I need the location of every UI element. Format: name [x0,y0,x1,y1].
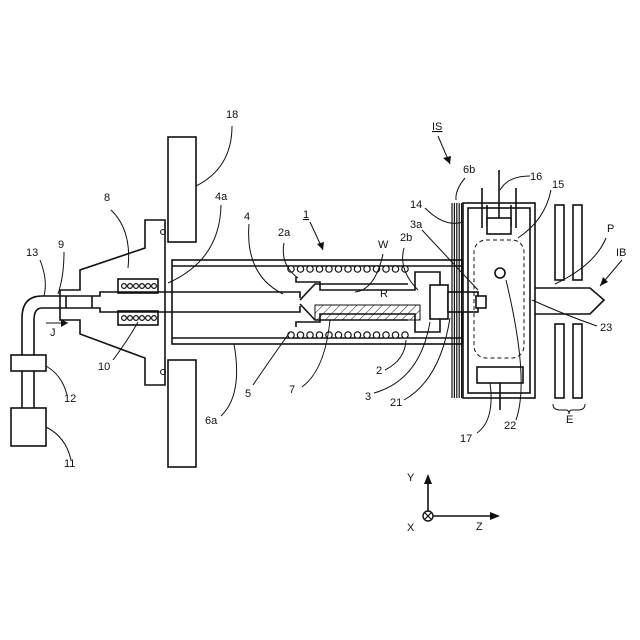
coil-turn [383,266,389,272]
label-17: 17 [460,433,472,445]
label-P: P [607,223,614,235]
label-W: W [378,239,389,251]
label-14: 14 [410,199,422,211]
label-E: E [566,414,573,426]
coil-turn [297,332,303,338]
label-22: 22 [504,420,516,432]
label-2: 2 [376,365,382,377]
label-15: 15 [552,179,564,191]
label-J: J [50,327,56,339]
nozzle-front [430,285,448,319]
label-23: 23 [600,322,612,334]
coil-turn [146,284,151,289]
label-11: 11 [64,458,75,470]
cathode-block [487,218,511,234]
label-9: 9 [58,239,64,251]
feed-pipe-outer [22,296,42,408]
electrode-brace [553,404,585,414]
label-6a: 6a [205,415,218,427]
label-8: 8 [104,192,110,204]
valve [11,355,46,371]
flange-plate-bottom [168,360,196,467]
coil-turn [307,266,313,272]
label-16: 16 [530,171,542,183]
axis-label-y: Y [407,472,415,484]
coil-turn [364,332,370,338]
coil-turn [402,332,408,338]
coil-turn [122,316,127,321]
electrode-2-bottom [573,324,582,398]
coil-turn [152,316,157,321]
coil-turn [392,266,398,272]
label-3a: 3a [410,219,423,231]
label-6b: 6b [463,164,475,176]
coil-turn [128,284,133,289]
gas-line-bottom [42,306,300,312]
label-4: 4 [244,211,250,223]
label-7: 7 [289,384,295,396]
flange-plate-top [168,137,196,242]
coil-turn [316,332,322,338]
coil-turn [345,266,351,272]
coil-turn [345,332,351,338]
electrode-1-bottom [555,324,564,398]
coordinate-axes [423,474,500,521]
crucible-body [296,272,440,332]
label-IB: IB [616,247,626,259]
coil-turn [316,266,322,272]
label-12: 12 [64,393,76,405]
label-3: 3 [365,391,371,403]
coil-turn [152,284,157,289]
material-hatch [315,305,420,320]
coil-turn [134,284,139,289]
coil-turn [335,332,341,338]
coil-turn [364,266,370,272]
crucible-taper-top [300,284,408,300]
coil-turn [326,266,332,272]
gas-line-top [42,292,300,298]
label-1: 1 [303,209,309,221]
nozzle-outlet [476,296,486,308]
repeller-block [477,367,523,383]
coil-turn [335,266,341,272]
label-2a: 2a [278,227,291,239]
label-13: 13 [26,247,38,259]
coil-turn [354,332,360,338]
coil-turn [392,332,398,338]
coil-turn [140,284,145,289]
ion-beam-arrow [535,288,604,314]
coil-turn [307,332,313,338]
left-housing [60,220,165,385]
coil-turn [297,266,303,272]
label-21: 21 [390,397,402,409]
gas-cylinder [11,408,46,446]
electrode-1-top [555,205,564,280]
axis-label-z: Z [476,521,483,533]
label-5: 5 [245,388,251,400]
coil-turn [383,332,389,338]
label-IS: IS [432,121,442,133]
coil-turn [122,284,127,289]
coil-turn [373,332,379,338]
coil-turn [354,266,360,272]
coil-turn [128,316,133,321]
coil-turn [326,332,332,338]
coil-turn [134,316,139,321]
coil-turn [140,316,145,321]
coil-turn [146,316,151,321]
coil-turn [288,332,294,338]
label-R: R [380,288,388,300]
label-10: 10 [98,361,110,373]
gas-line-joints [66,296,92,308]
label-4a: 4a [215,191,228,203]
label-2b: 2b [400,232,412,244]
filament-dot [495,268,505,278]
label-18: 18 [226,109,238,121]
axis-label-x: X [407,522,415,534]
